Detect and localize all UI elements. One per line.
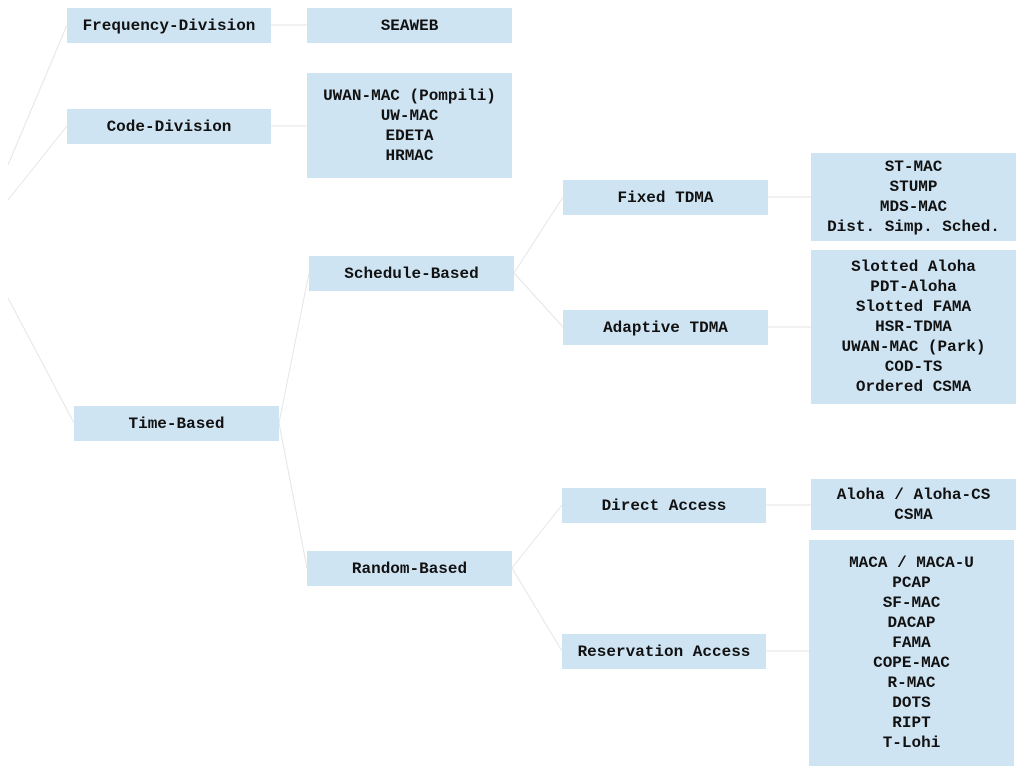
node-direct-access: Direct Access — [562, 488, 766, 523]
protocol-item: UW-MAC — [380, 106, 439, 125]
protocol-list-fixed-tdma: ST-MAC STUMP MDS-MAC Dist. Simp. Sched. — [811, 153, 1016, 241]
node-label: Direct Access — [601, 496, 727, 515]
protocol-item: HSR-TDMA — [875, 318, 952, 336]
node-label: Fixed TDMA — [617, 188, 714, 207]
node-schedule-based: Schedule-Based — [309, 256, 514, 291]
connector-random-reservation — [511, 567, 563, 652]
node-adaptive-tdma: Adaptive TDMA — [563, 310, 768, 345]
node-label: Code-Division — [106, 117, 232, 136]
connector-schedule-adaptive — [513, 272, 564, 328]
connector-root-frequency — [7, 24, 68, 166]
protocol-item: HRMAC — [385, 146, 434, 165]
protocol-list-direct-access: Aloha / Aloha-CS CSMA — [811, 479, 1016, 530]
protocol-item: UWAN-MAC (Park) — [841, 338, 986, 356]
connector-time-schedule — [278, 272, 310, 424]
protocol-item: MDS-MAC — [879, 198, 948, 216]
connector-root-time — [7, 297, 75, 424]
protocol-item: EDETA — [385, 126, 434, 145]
node-random-based: Random-Based — [307, 551, 512, 586]
protocol-item: CSMA — [894, 505, 933, 524]
protocol-item: R-MAC — [887, 674, 936, 692]
connector-random-direct — [511, 504, 563, 569]
protocol-item: COD-TS — [884, 358, 943, 376]
node-code-division: Code-Division — [67, 109, 271, 144]
node-label: Schedule-Based — [344, 264, 479, 283]
node-reservation-access: Reservation Access — [562, 634, 766, 669]
node-label: Frequency-Division — [82, 16, 256, 35]
connector-time-random — [278, 422, 308, 569]
protocol-item: COPE-MAC — [873, 654, 950, 672]
node-time-based: Time-Based — [74, 406, 279, 441]
node-frequency-division: Frequency-Division — [67, 8, 271, 43]
protocol-item: Slotted FAMA — [855, 298, 972, 316]
protocol-item: RIPT — [892, 714, 931, 732]
protocol-item: SF-MAC — [882, 594, 941, 612]
protocol-item: Slotted Aloha — [851, 258, 976, 276]
protocol-item: MACA / MACA-U — [849, 554, 974, 572]
protocol-item: STUMP — [889, 178, 938, 196]
node-label: Reservation Access — [577, 642, 751, 661]
protocol-item: SEAWEB — [380, 16, 439, 35]
node-label: Adaptive TDMA — [603, 318, 728, 337]
protocol-item: FAMA — [892, 634, 931, 652]
protocol-item: Ordered CSMA — [855, 378, 972, 396]
connector-schedule-fixed — [513, 196, 564, 274]
protocol-item: PDT-Aloha — [870, 278, 957, 296]
node-label: Random-Based — [351, 559, 468, 578]
protocol-item: T-Lohi — [882, 734, 941, 752]
protocol-item: PCAP — [892, 574, 931, 592]
protocol-list-reservation-access: MACA / MACA-U PCAP SF-MAC DACAP FAMA COP… — [809, 540, 1014, 766]
protocol-item: ST-MAC — [884, 158, 943, 176]
protocol-item: Dist. Simp. Sched. — [827, 218, 1000, 236]
protocol-list-code-division: UWAN-MAC (Pompili) UW-MAC EDETA HRMAC — [307, 73, 512, 178]
protocol-list-adaptive-tdma: Slotted Aloha PDT-Aloha Slotted FAMA HSR… — [811, 250, 1016, 404]
node-label: Time-Based — [128, 414, 225, 433]
protocol-item: UWAN-MAC (Pompili) — [323, 86, 496, 105]
protocol-list-frequency-division: SEAWEB — [307, 8, 512, 43]
node-fixed-tdma: Fixed TDMA — [563, 180, 768, 215]
protocol-item: DOTS — [892, 694, 931, 712]
protocol-item: DACAP — [887, 614, 936, 632]
connector-root-code — [7, 125, 68, 201]
protocol-item: Aloha / Aloha-CS — [836, 485, 991, 504]
